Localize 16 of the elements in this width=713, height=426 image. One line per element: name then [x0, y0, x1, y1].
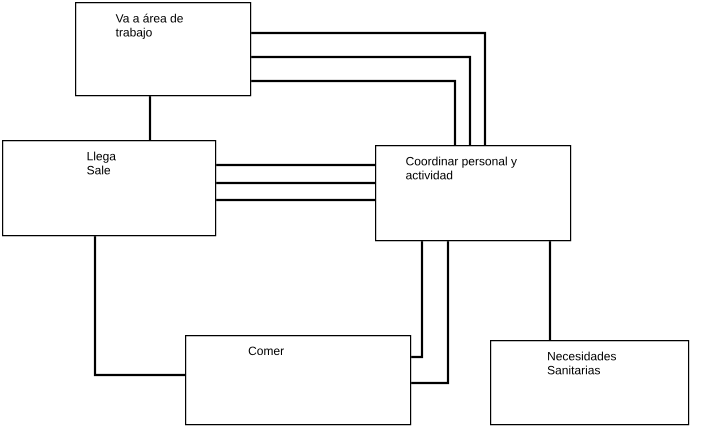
- process-box: Coordinar personal y actividad: [375, 145, 572, 242]
- connector-line: [251, 80, 456, 145]
- connector-line: [411, 241, 450, 384]
- process-box: Llega Sale: [2, 140, 216, 236]
- process-box: Va a área de trabajo: [75, 2, 252, 96]
- connector-line: [148, 96, 152, 140]
- connector-line: [216, 198, 375, 202]
- connector-line: [94, 236, 185, 376]
- process-box: Necesidades Sanitarias: [490, 340, 690, 426]
- connector-line: [216, 182, 375, 184]
- connector-line: [251, 56, 472, 145]
- connector-line: [548, 241, 552, 340]
- process-box: Comer: [185, 334, 412, 426]
- connector-line: [251, 32, 486, 145]
- connector-line: [411, 241, 424, 358]
- connector-line: [216, 164, 375, 166]
